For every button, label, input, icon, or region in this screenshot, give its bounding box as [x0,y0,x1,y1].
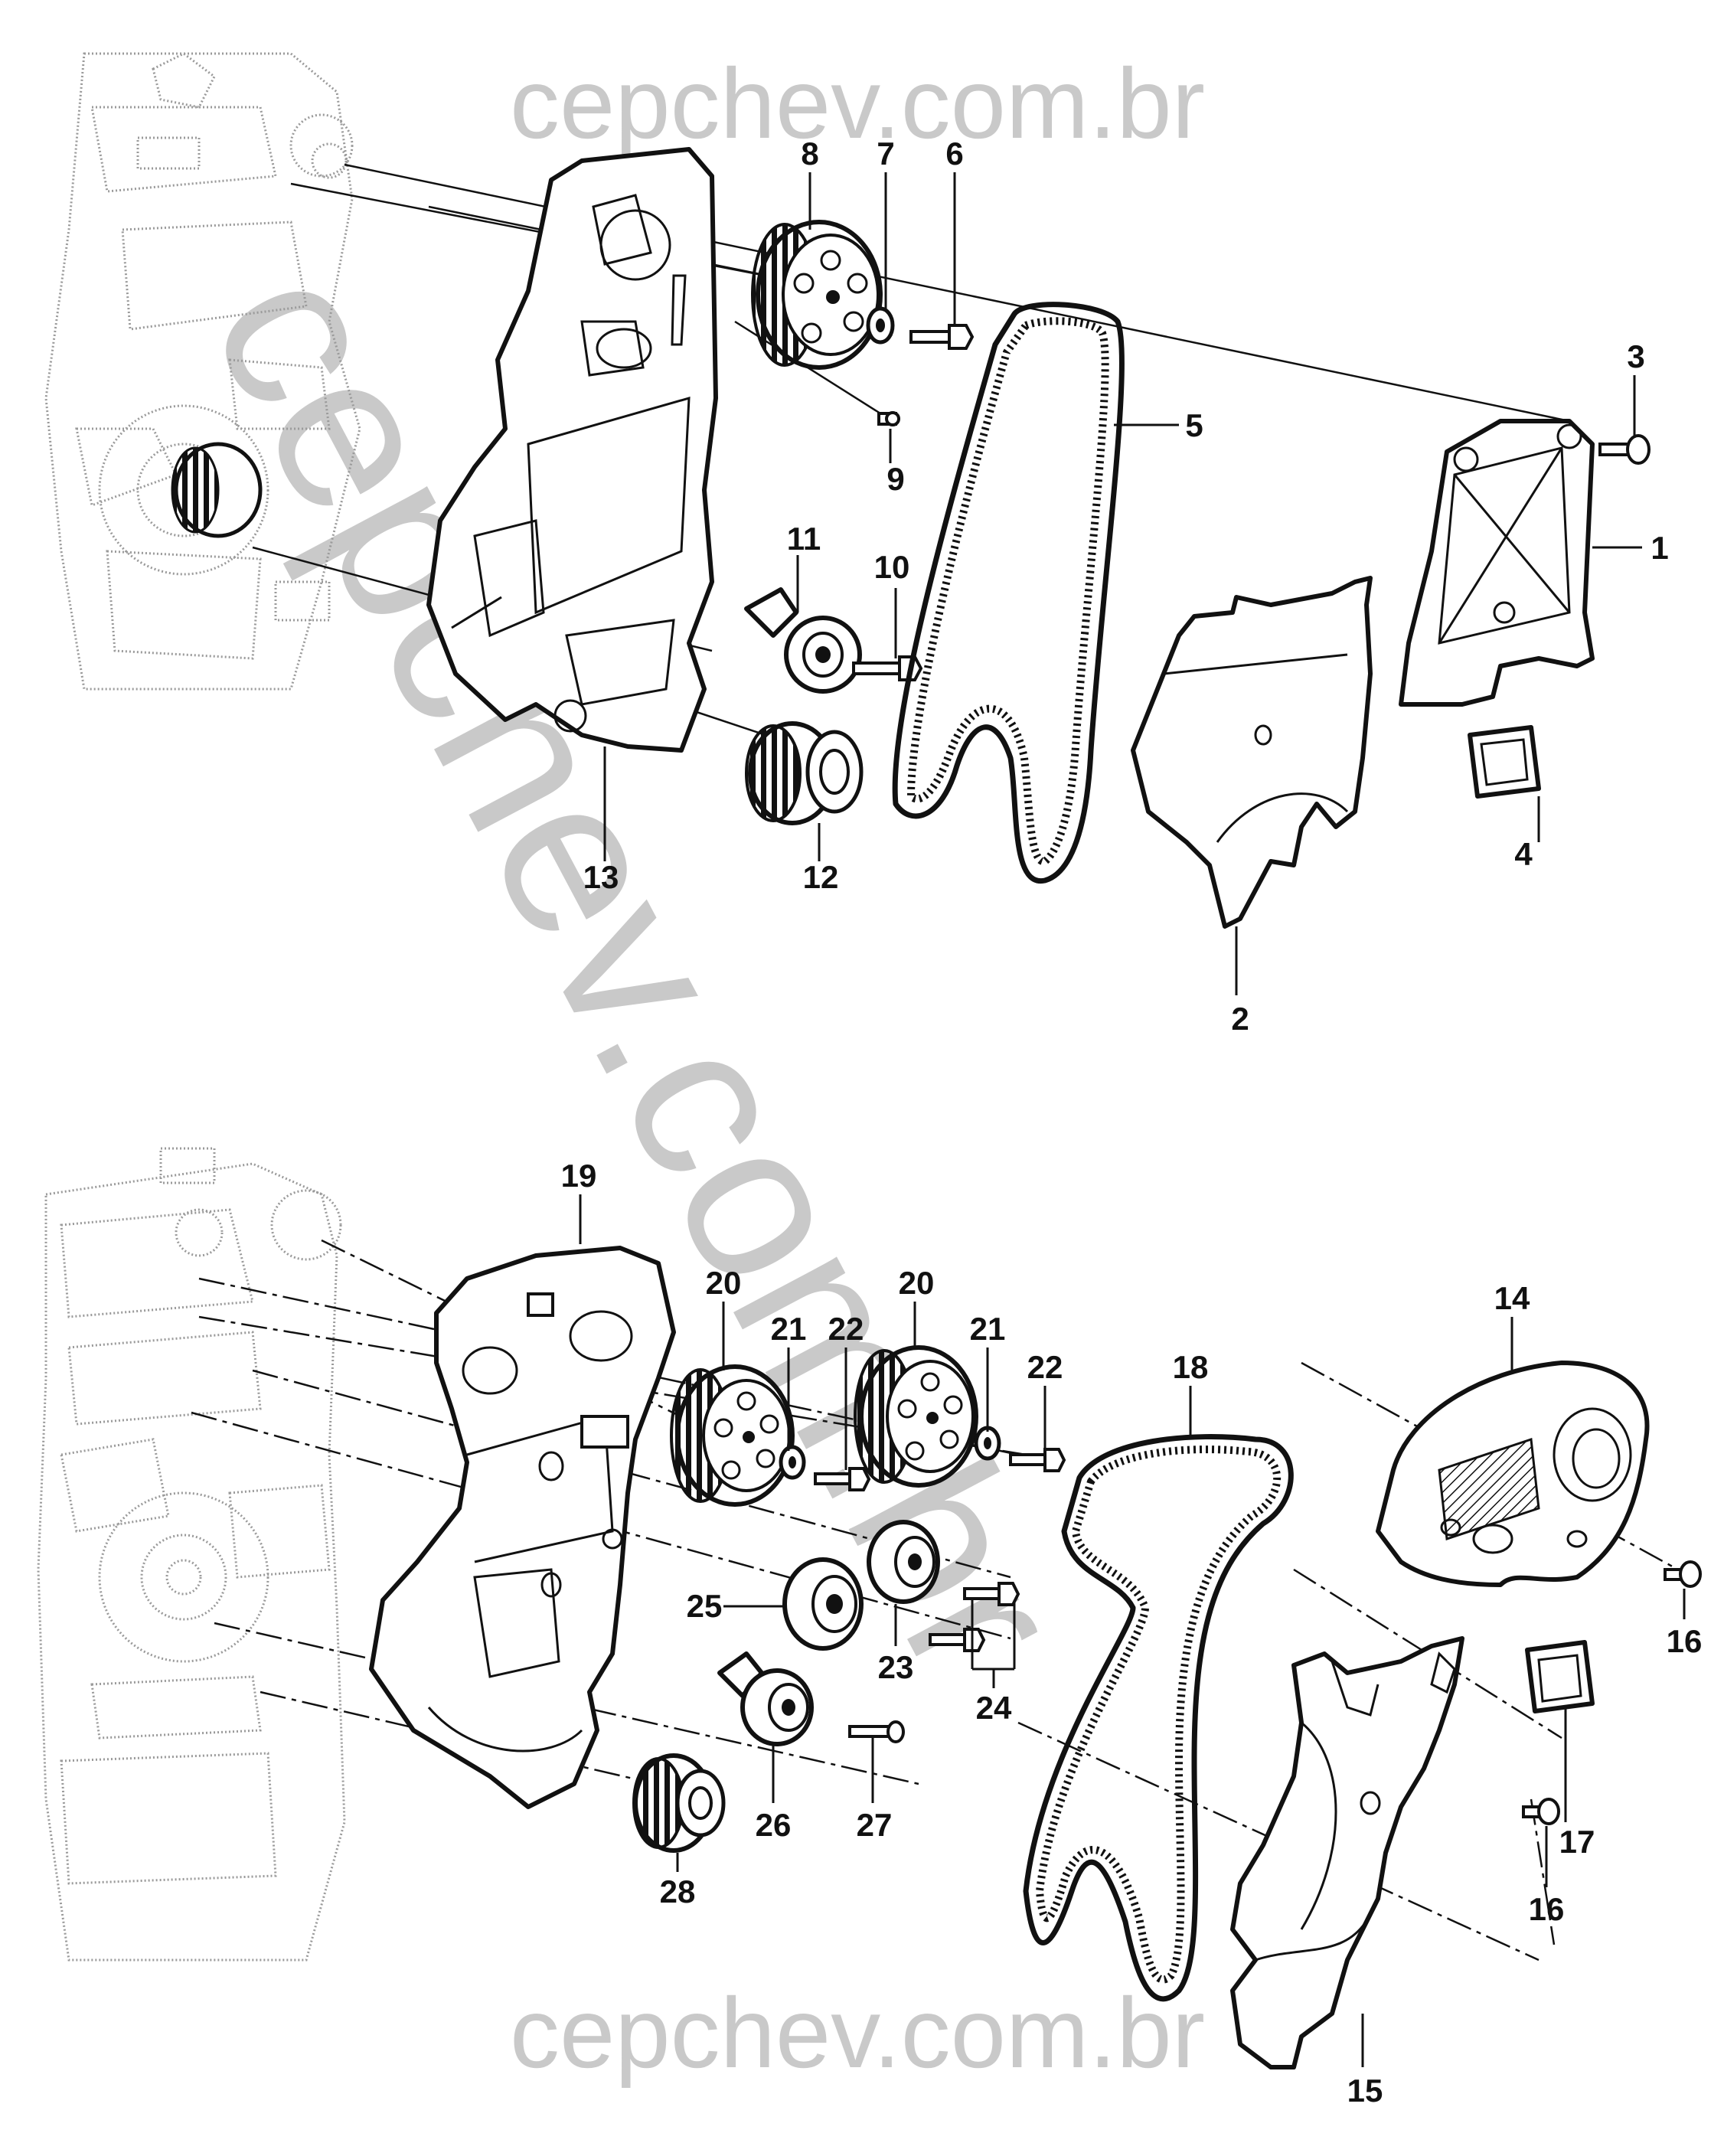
leader-lines [579,172,1686,2067]
callout-11: 11 [787,521,821,557]
part-28-crankshaft-sprocket [632,1753,726,1853]
part-24-bolts [929,1582,1020,1652]
engine-block-bottom [37,1147,346,1962]
callout-2: 2 [1231,1001,1249,1037]
callout-22-right: 22 [1027,1349,1063,1385]
part-5-timing-belt [892,302,1125,884]
part-9-screw [877,411,900,426]
callout-22-left: 22 [828,1311,864,1347]
part-4-gasket [1468,725,1541,799]
callout-17: 17 [1559,1824,1595,1860]
part-3-cover-bolt [1598,434,1651,465]
callout-16-lower: 16 [1529,1891,1565,1927]
callout-9: 9 [886,461,904,497]
part-6-bolt [909,324,975,350]
part-25-idler-pulley [782,1557,864,1651]
callout-23: 23 [878,1649,914,1685]
callout-20-right: 20 [899,1265,935,1301]
callout-15: 15 [1347,2073,1383,2109]
part-26-tensioner [717,1651,814,1746]
part-21-washer-right [974,1426,1001,1461]
part-27-bolt [848,1720,905,1743]
part-14-upper-front-cover [1376,1361,1650,1587]
part-7-washer [866,306,895,345]
part-11-tensioner [744,587,862,694]
part-22-bolt-right [1009,1448,1066,1472]
watermark-top: cepchev.com.br [510,47,1205,159]
callout-13: 13 [583,859,619,895]
callout-26: 26 [756,1807,792,1843]
callout-25: 25 [687,1588,723,1624]
top-assembly [44,52,1651,929]
part-20-camshaft-sprocket-right [854,1345,978,1488]
callout-12: 12 [803,859,839,895]
callout-18: 18 [1173,1349,1209,1385]
callout-21-left: 21 [771,1311,807,1347]
bottom-assembly [37,1147,1702,2069]
part-21-washer-left [779,1445,806,1480]
part-13-rear-timing-cover [426,147,718,753]
callout-24: 24 [976,1690,1012,1726]
callout-16-upper: 16 [1667,1623,1703,1659]
callout-14: 14 [1494,1280,1530,1316]
callout-19: 19 [561,1158,597,1194]
callout-28: 28 [660,1873,696,1909]
callout-5: 5 [1185,407,1203,443]
part-16-bolt-upper [1664,1560,1702,1588]
part-19-rear-timing-cover [369,1246,676,1809]
callout-7: 7 [877,136,894,172]
callout-8: 8 [801,136,818,172]
callout-21-right: 21 [970,1311,1006,1347]
callout-3: 3 [1627,338,1644,374]
callout-1: 1 [1651,530,1668,566]
part-16-bolt-lower [1522,1798,1560,1825]
part-12-crankshaft-sprocket [745,721,864,825]
callout-4: 4 [1514,836,1533,872]
part-1-upper-front-cover [1399,419,1595,707]
callout-10: 10 [874,549,910,585]
callout-27: 27 [857,1807,893,1843]
callouts: 8 7 6 3 5 9 1 11 10 4 13 12 2 19 20 20 1… [561,136,1703,2109]
part-8-camshaft-sprocket [751,220,883,370]
engine-crank-sprocket [171,442,263,538]
part-18-timing-belt [1023,1434,1294,2002]
part-17-gasket [1525,1640,1595,1713]
part-15-lower-front-cover [1230,1636,1464,2069]
watermark-bottom: cepchev.com.br [510,1977,1205,2089]
callout-20-left: 20 [706,1265,742,1301]
part-23-idler-pulley [867,1520,940,1604]
callout-6: 6 [945,136,963,172]
part-22-bolt-left [814,1467,871,1491]
part-20-camshaft-sprocket-left [670,1364,795,1507]
part-2-lower-front-cover [1131,576,1373,929]
